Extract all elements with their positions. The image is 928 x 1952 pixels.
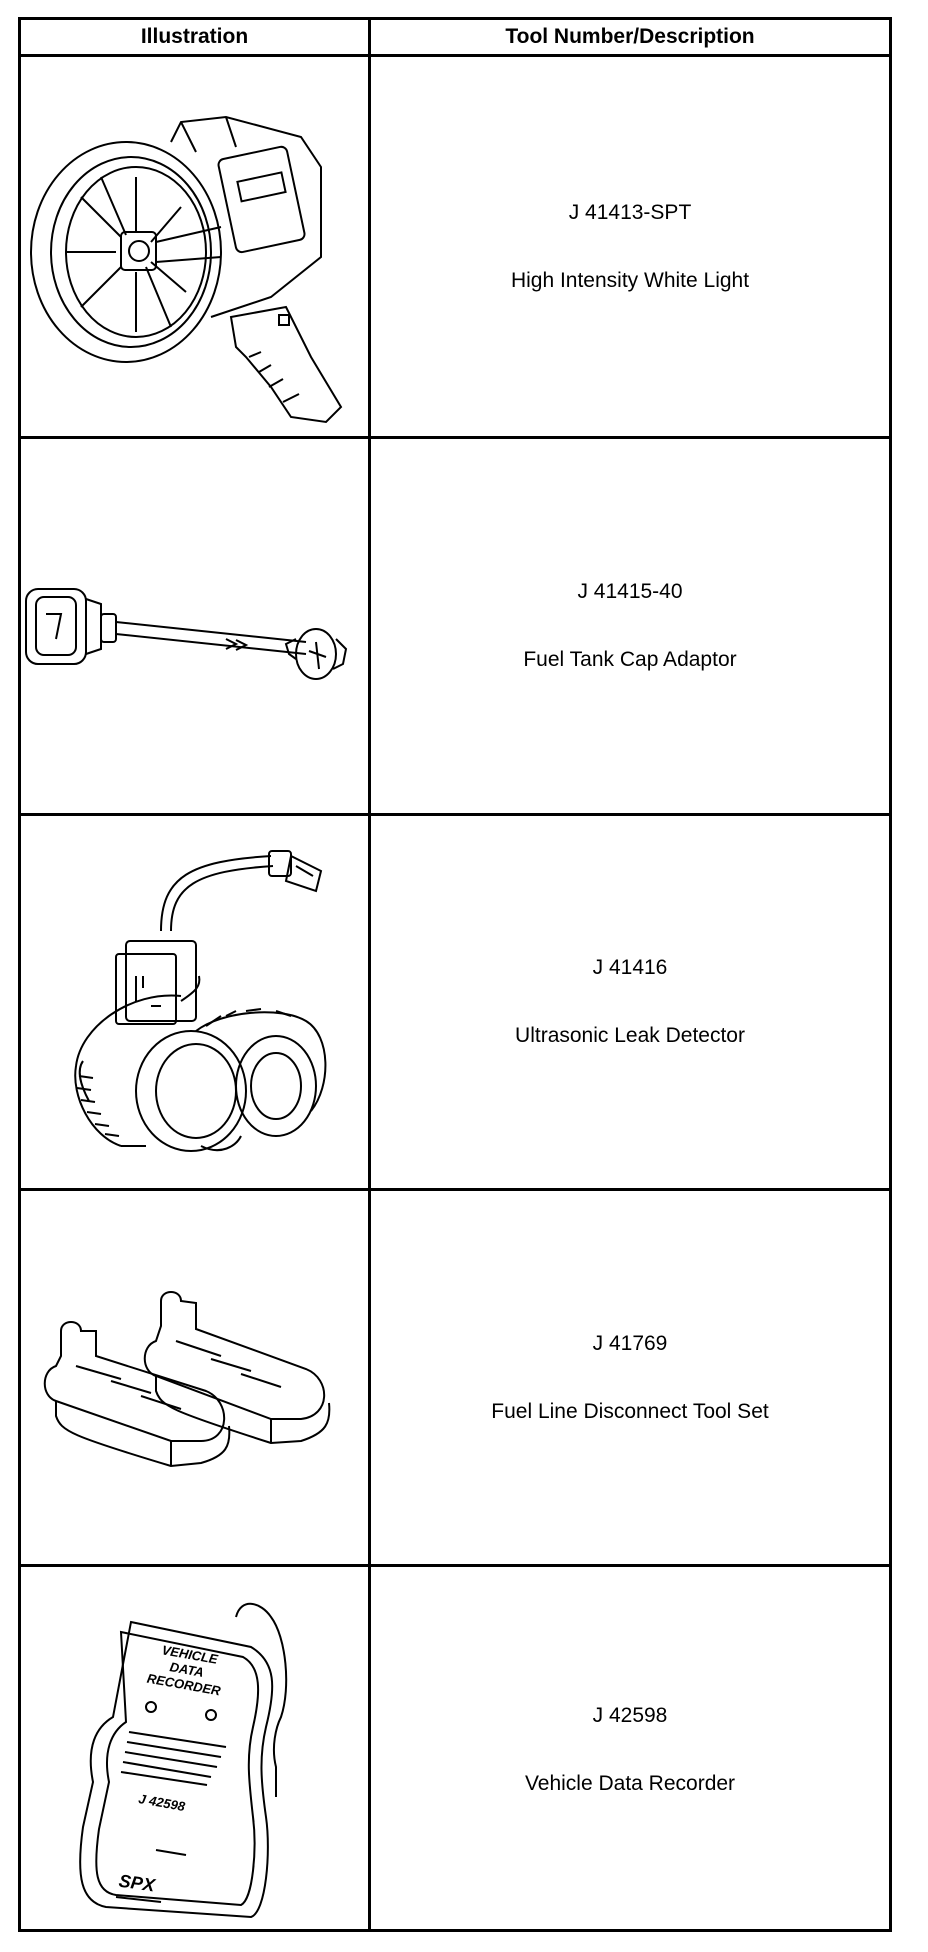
tool-number: J 41415-40: [577, 580, 683, 603]
device-brand: SPX: [118, 1871, 157, 1896]
tool-description: J 41416 Ultrasonic Leak Detector: [371, 816, 889, 1188]
row-divider: [21, 1564, 889, 1567]
leak-detector-icon: [21, 816, 368, 1188]
table-row: J 41769 Fuel Line Disconnect Tool Set: [21, 1191, 889, 1564]
tool-description: J 41413-SPT High Intensity White Light: [371, 57, 889, 436]
row-divider: [21, 436, 889, 439]
row-divider: [21, 813, 889, 816]
tool-number: J 41416: [592, 956, 668, 979]
table-row: J 41413-SPT High Intensity White Light: [21, 57, 889, 436]
header-illustration: Illustration: [140, 25, 249, 48]
table-row: J 41416 Ultrasonic Leak Detector: [21, 816, 889, 1188]
disconnect-tools-icon: [21, 1191, 368, 1564]
table-row: VEHICLE DATA RECORDER J 42598 SPX J 4259…: [21, 1567, 889, 1932]
tool-name: Fuel Tank Cap Adaptor: [523, 648, 737, 671]
tool-name: High Intensity White Light: [510, 268, 750, 292]
cap-adaptor-icon: [21, 439, 368, 813]
device-model: J 42598: [137, 1791, 187, 1814]
tool-number: J 41413-SPT: [568, 200, 692, 224]
data-recorder-icon: VEHICLE DATA RECORDER J 42598 SPX: [21, 1567, 368, 1932]
tool-description: J 42598 Vehicle Data Recorder: [371, 1567, 889, 1932]
tool-number: J 41769: [592, 1331, 668, 1355]
row-divider: [21, 1188, 889, 1191]
header-tool-description: Tool Number/Description: [505, 25, 755, 48]
tool-number: J 42598: [592, 1703, 668, 1727]
tool-table: Illustration Tool Number/Description: [18, 17, 892, 1932]
row-divider: [21, 54, 889, 57]
tool-description: J 41415-40 Fuel Tank Cap Adaptor: [371, 439, 889, 813]
table-row: J 41415-40 Fuel Tank Cap Adaptor: [21, 439, 889, 813]
device-title-2: DATA: [169, 1659, 205, 1680]
tool-name: Ultrasonic Leak Detector: [515, 1024, 745, 1047]
column-divider: [368, 20, 371, 1929]
tool-name: Vehicle Data Recorder: [524, 1771, 736, 1795]
spotlight-icon: [21, 57, 368, 436]
tool-description: J 41769 Fuel Line Disconnect Tool Set: [371, 1191, 889, 1564]
tool-name: Fuel Line Disconnect Tool Set: [491, 1399, 769, 1423]
